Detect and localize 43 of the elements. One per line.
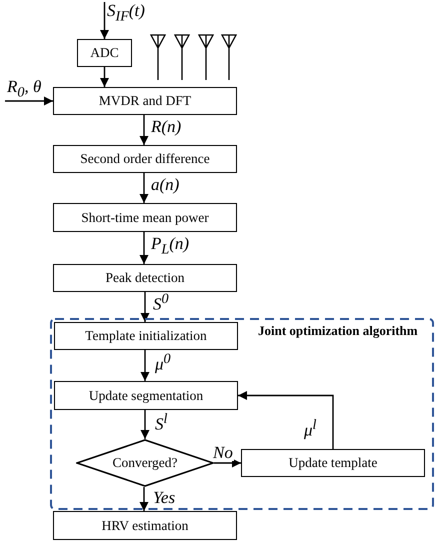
process-box xyxy=(53,264,237,292)
edge-label: a(n) xyxy=(150,176,180,193)
process-box xyxy=(53,203,237,232)
box-text: Short-time mean power xyxy=(81,210,209,226)
process-box xyxy=(53,511,237,540)
edge-label: S$^{0}$ xyxy=(152,292,170,313)
arrow xyxy=(140,350,150,381)
edge-label: R$_{0}$, θ xyxy=(6,78,42,100)
arrow xyxy=(5,96,53,106)
group-title: Joint optimization algorithm xyxy=(258,323,418,339)
edge-label: R(n) xyxy=(150,118,182,135)
arrow xyxy=(140,410,150,439)
edge-label: S$^{l}$ xyxy=(154,412,168,433)
box-text: Second order difference xyxy=(80,151,210,167)
decision-text: Converged? xyxy=(112,455,178,471)
arrow xyxy=(100,2,109,39)
arrow xyxy=(140,232,148,264)
edge-label: μ$^{0}$ xyxy=(154,352,172,373)
process-box xyxy=(53,145,237,173)
box-text: Peak detection xyxy=(105,270,185,286)
box-text: HRV estimation xyxy=(102,518,188,534)
arrow xyxy=(238,391,334,449)
process-box xyxy=(54,381,238,410)
box-text: MVDR and DFT xyxy=(98,93,192,109)
process-box xyxy=(53,87,237,115)
box-text: Template initialization xyxy=(85,328,207,344)
dashed-group-frame xyxy=(50,318,434,510)
process-box xyxy=(77,39,132,67)
process-box xyxy=(241,449,425,477)
edge-label: μ$^{l}$ xyxy=(303,418,318,439)
arrow xyxy=(100,67,109,87)
arrow xyxy=(140,173,148,203)
decision-diamond xyxy=(76,439,214,487)
arrow xyxy=(214,458,241,468)
process-box xyxy=(54,322,238,350)
arrow xyxy=(140,487,148,511)
edge-label: Yes xyxy=(152,489,176,506)
arrow xyxy=(140,292,150,322)
box-text: ADC xyxy=(90,45,119,61)
box-text: Update template xyxy=(288,455,378,471)
edge-label: No xyxy=(212,444,234,461)
arrow xyxy=(140,115,148,145)
box-text: Update segmentation xyxy=(88,388,204,404)
